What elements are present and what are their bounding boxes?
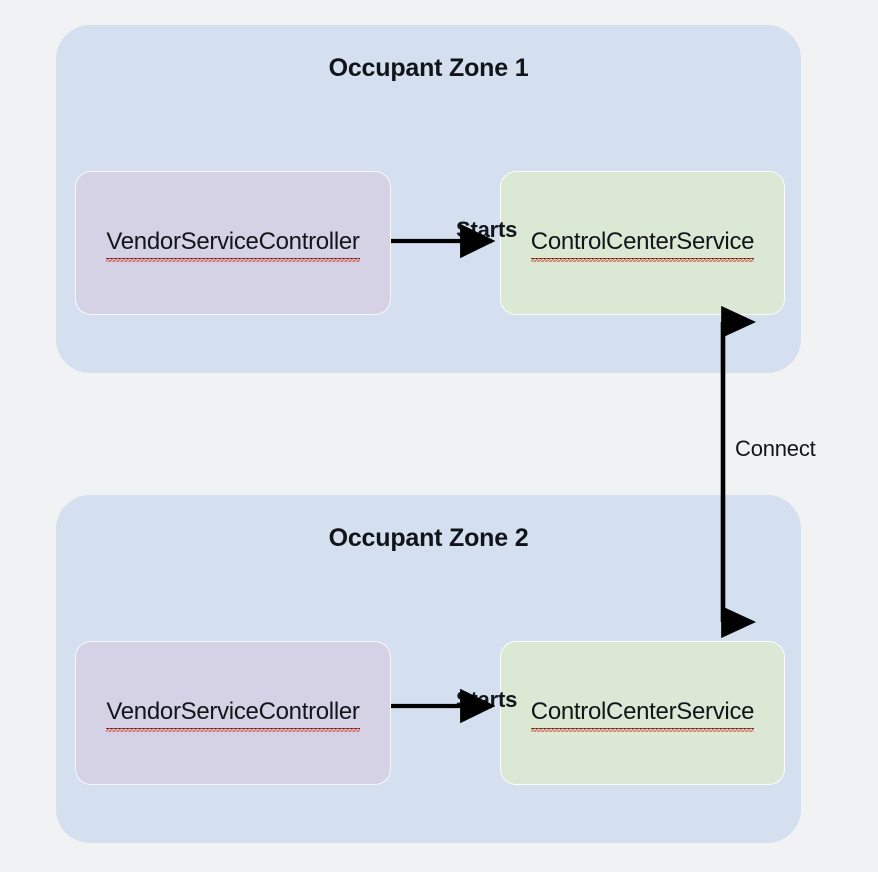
node-vendor-service-controller-zone-2[interactable]: VendorServiceController (75, 641, 391, 785)
node-control-center-service-zone-2[interactable]: ControlCenterService (500, 641, 785, 785)
node-label-underline (530, 728, 755, 729)
edge-label-connect: Connect (735, 436, 816, 461)
node-vendor-service-controller-zone-1-label: VendorServiceController (106, 228, 360, 262)
node-label-underline (530, 258, 755, 259)
edge-label-starts-zone-2: Starts (456, 687, 518, 712)
node-control-center-service-zone-1[interactable]: ControlCenterService (500, 171, 785, 315)
node-control-center-service-zone-1-label: ControlCenterService (530, 228, 755, 262)
occupant-zone-2-container: Occupant Zone 2 VendorServiceController … (56, 495, 801, 843)
node-vendor-service-controller-zone-1[interactable]: VendorServiceController (75, 171, 391, 315)
node-label-underline (106, 728, 360, 729)
node-label-underline (106, 258, 360, 259)
edge-label-starts-zone-1: Starts (456, 217, 518, 242)
occupant-zone-1-container: Occupant Zone 1 VendorServiceController … (56, 25, 801, 373)
node-vendor-service-controller-zone-2-label: VendorServiceController (106, 698, 360, 732)
occupant-zone-2-title: Occupant Zone 2 (328, 524, 529, 552)
occupant-zone-1-title: Occupant Zone 1 (328, 54, 529, 82)
node-control-center-service-zone-2-label: ControlCenterService (530, 698, 755, 732)
